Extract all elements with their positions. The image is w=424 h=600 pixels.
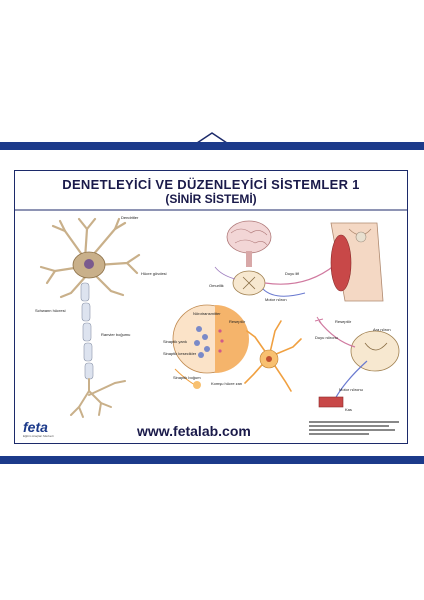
label-schwann: Schwann hücresi	[35, 308, 66, 313]
website-url: www.fetalab.com	[137, 423, 251, 439]
brand-name: feta	[23, 419, 48, 435]
label-ranvier: Ranvier boğumu	[101, 332, 131, 337]
label-dendrites: Dendritler	[121, 215, 139, 220]
top-hanging-rail	[0, 142, 424, 150]
synapse-illustration	[172, 304, 302, 392]
brain-illustration	[214, 220, 336, 297]
poster-title: DENETLEYİCİ VE DÜZENLEYİCİ SİSTEMLER 1	[62, 177, 360, 192]
label-receptor-synapse: Reseptör	[229, 319, 246, 324]
poster-subtitle: (SİNİR SİSTEMİ)	[165, 192, 257, 206]
label-cell-body: Hücre gövdesi	[141, 271, 167, 276]
feta-logo: feta Eğitim Araçları Merkezi	[19, 417, 79, 439]
label-synaptic-cleft: Sinaptik yarık	[163, 339, 188, 344]
illustration-canvas	[15, 209, 407, 418]
poster-sheet: DENETLEYİCİ VE DÜZENLEYİCİ SİSTEMLER 1 (…	[14, 170, 408, 444]
label-adjacent-membrane: Komşu hücre zarı	[211, 381, 243, 386]
neuron-illustration	[39, 217, 141, 418]
label-motor-neuron: Motor nöron	[265, 297, 287, 302]
label-sensory-neuron: Duyu nöronu	[315, 335, 338, 340]
publisher-fine-print	[309, 419, 403, 439]
leg-muscle-illustration	[330, 222, 384, 302]
label-motor-neuron-reflex: Motor nöronu	[339, 387, 363, 392]
bottom-hanging-rail	[0, 456, 424, 464]
brand-tagline: Eğitim Araçları Merkezi	[23, 434, 54, 438]
label-synaptic-vesicle: Sinaptik kesecikler	[163, 351, 197, 356]
label-neurotransmitter: Nörotransmitter	[193, 311, 221, 316]
label-sensory-fiber: Duyu lifi	[285, 271, 300, 276]
label-spinal-cord: Omurilik	[209, 283, 224, 288]
label-interneuron: Ara nöron	[373, 327, 391, 332]
label-muscle: Kas	[345, 407, 352, 412]
label-receptor-reflex: Reseptör	[335, 319, 352, 324]
label-synaptic-knob: Sinaptik boğum	[173, 375, 201, 380]
reflex-arc-illustration	[314, 316, 400, 408]
